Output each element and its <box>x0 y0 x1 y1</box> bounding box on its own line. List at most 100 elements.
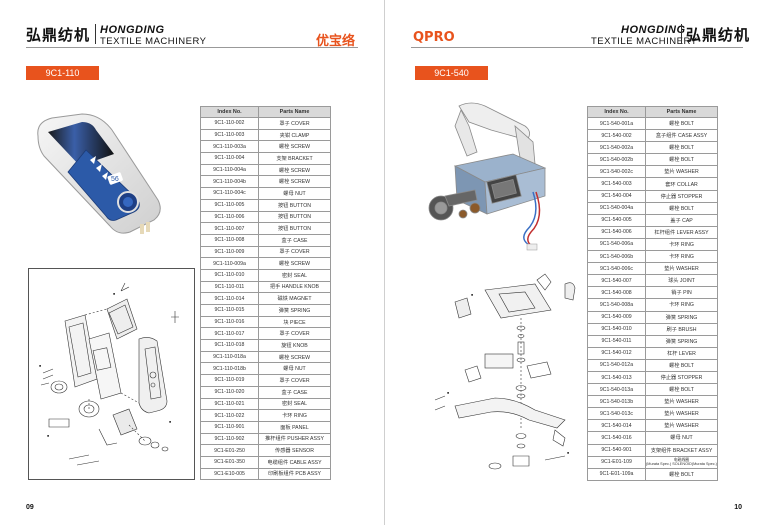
header-rule <box>411 47 743 48</box>
part-index-cell: 9C1-540-013 <box>587 370 646 385</box>
part-index-cell: 9C1-540-016 <box>587 431 646 445</box>
part-name-cell: 卡环 RING <box>645 298 718 312</box>
part-index-cell: 9C1-110-009a <box>200 257 259 270</box>
part-name-cell: 罩子 COVER <box>258 374 331 387</box>
part-index-cell: 9C1-110-016 <box>200 315 259 329</box>
part-name-cell: 卡环 RING <box>645 237 718 252</box>
product-image-9c1-110: 56 <box>37 113 161 234</box>
part-name-cell: 销子 PIN <box>645 286 718 300</box>
header-rule <box>26 47 358 48</box>
part-name-cell: 电磁线圈(Murata Spec.) SOLENOID(Murata Spec.… <box>645 455 718 469</box>
part-index-cell: 9C1-110-004 <box>200 152 259 165</box>
part-name-cell: 套环 COLLAR <box>645 177 718 191</box>
part-index-cell: 9C1-540-006 <box>587 225 646 239</box>
part-name-cell: 停止器 STOPPER <box>645 370 718 385</box>
part-index-cell: 9C1-110-022 <box>200 409 259 422</box>
part-index-cell: 9C1-110-004b <box>200 175 259 189</box>
part-index-cell: 9C1-110-009 <box>200 245 259 259</box>
part-index-cell: 9C1-E01-350 <box>200 455 259 469</box>
table-header-row: Index No. Parts Name <box>200 106 331 118</box>
diagram-callout: ■ <box>47 434 49 438</box>
exploded-parts-diagram: ■ ■ ■ ■ <box>28 268 195 480</box>
part-name-cell: 盖子 CAP <box>645 213 718 227</box>
part-name-cell: 螺栓 BOLT <box>645 116 718 131</box>
part-index-cell: 9C1-110-021 <box>200 397 259 411</box>
part-name-cell: 支架 BRACKET <box>258 152 331 165</box>
part-index-cell: 9C1-540-013b <box>587 395 646 409</box>
part-name-cell: 罩子 COVER <box>258 327 331 341</box>
page-number: 09 <box>26 504 34 511</box>
part-name-cell: 垫片 WASHER <box>645 419 718 433</box>
part-name-cell: 按钮 BUTTON <box>258 198 331 212</box>
header-separator <box>95 24 96 44</box>
diagram-drawing: ■ ■ ■ ■ <box>39 282 179 466</box>
diagram-callout: ■ <box>447 391 449 395</box>
part-name-cell: 螺母 NUT <box>258 187 331 200</box>
part-name-cell: 印刷板组件 PCB ASSY <box>258 467 331 481</box>
part-index-cell: 9C1-540-013c <box>587 407 646 421</box>
part-name-cell: 螺母 NUT <box>645 431 718 445</box>
brand-chinese-name: 弘鼎纺机 <box>686 26 751 44</box>
part-index-cell: 9C1-110-018b <box>200 362 259 376</box>
part-index-cell: 9C1-110-003 <box>200 128 259 142</box>
diagram-callout: ■ <box>567 451 569 455</box>
part-index-cell: 9C1-110-902 <box>200 432 259 446</box>
part-index-cell: 9C1-110-019 <box>200 374 259 387</box>
part-index-cell: 9C1-540-002a <box>587 141 646 155</box>
column-header-index: Index No. <box>200 106 259 118</box>
part-name-cell: 螺母 NUT <box>258 362 331 376</box>
part-index-cell: 9C1-540-012a <box>587 358 646 372</box>
part-index-cell: 9C1-540-012 <box>587 346 646 360</box>
brand-english-subtitle: TEXTILE MACHINERY <box>591 36 698 47</box>
part-name-cell: 密封 SEAL <box>258 397 331 411</box>
part-index-cell: 9C1-110-014 <box>200 292 259 305</box>
part-name-cell: 块 PIECE <box>258 315 331 329</box>
part-name-cell: 螺栓 BOLT <box>645 141 718 155</box>
part-name-cell: 弹簧 SPRING <box>645 334 718 348</box>
part-name-cell: 弹簧 SPRING <box>645 310 718 324</box>
part-name-cell: 夹钳 CLAMP <box>258 128 331 142</box>
part-name-cell: 螺栓 BOLT <box>645 467 718 481</box>
model-tag: 9C1-110 <box>26 66 99 80</box>
part-name-cell: 螺栓 BOLT <box>645 383 718 397</box>
part-index-cell: 9C1-E01-109a <box>587 467 646 481</box>
part-index-cell: 9C1-110-020 <box>200 385 259 399</box>
column-header-index: Index No. <box>587 106 646 118</box>
diagram-callout: ■ <box>169 420 171 424</box>
part-index-cell: 9C1-540-002 <box>587 129 646 143</box>
part-index-cell: 9C1-E01-109 <box>587 455 646 469</box>
part-name-cell: 垫片 WASHER <box>645 165 718 179</box>
part-index-cell: 9C1-110-007 <box>200 222 259 235</box>
part-index-cell: 9C1-540-014 <box>587 419 646 433</box>
part-index-cell: 9C1-540-002b <box>587 153 646 167</box>
